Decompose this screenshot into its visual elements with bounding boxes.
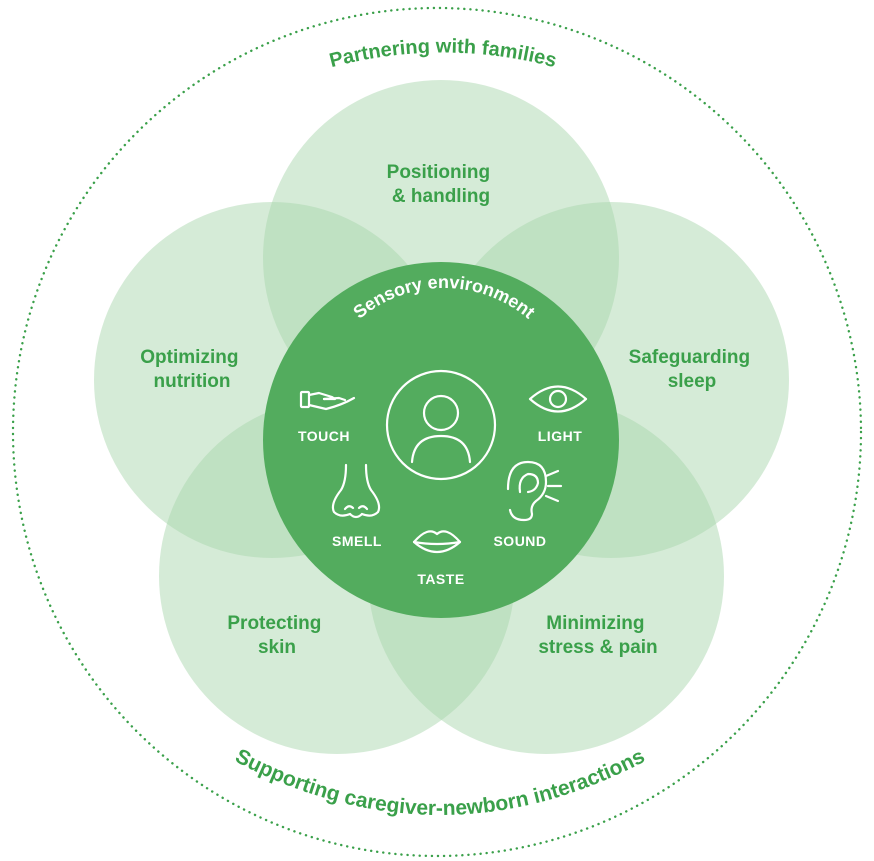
ring-top-label: Partnering with families xyxy=(327,36,559,73)
petal-label-nutrition: Optimizing nutrition xyxy=(140,347,243,392)
petal-label-skin: Protecting skin xyxy=(227,613,326,658)
sense-label-touch: TOUCH xyxy=(298,428,350,444)
sense-label-sound: SOUND xyxy=(493,533,546,549)
petal-label-stress: Minimizing stress & pain xyxy=(538,613,657,658)
outer-dotted-ring xyxy=(11,6,863,858)
petal-label-sleep: Safeguarding sleep xyxy=(629,347,756,392)
hand-icon xyxy=(299,390,356,411)
sense-label-smell: SMELL xyxy=(332,533,382,549)
core-circle xyxy=(263,262,619,618)
ear-icon xyxy=(506,460,563,522)
lips-icon xyxy=(412,530,462,554)
petal-label-positioning: Positioning & handling xyxy=(387,162,496,207)
ring-bottom-label: Supporting caregiver-newborn interaction… xyxy=(232,745,649,820)
sense-label-taste: TASTE xyxy=(417,571,464,587)
person-icon xyxy=(385,369,497,481)
sense-label-light: LIGHT xyxy=(538,428,583,444)
eye-icon xyxy=(528,385,588,413)
nose-icon xyxy=(331,463,381,519)
